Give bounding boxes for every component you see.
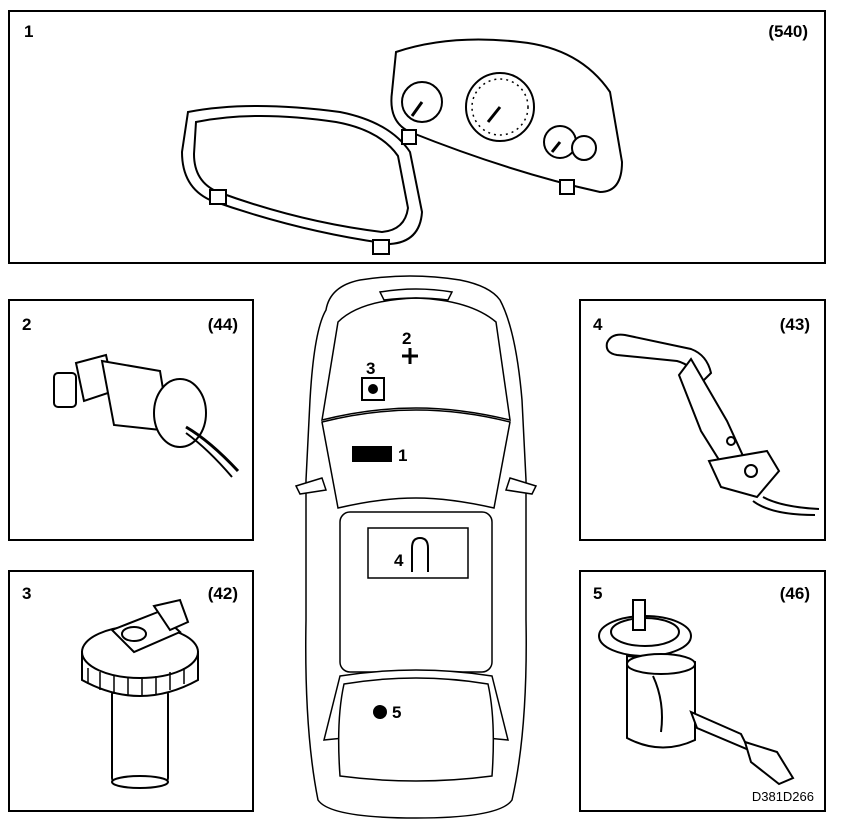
panel-number: 1: [24, 22, 34, 41]
panel-fuel-pump-module: 5 (46) D381D266: [579, 570, 826, 812]
panel-reference: (46): [779, 584, 810, 603]
panel-number: 5: [593, 584, 603, 603]
instrument-cluster-illustration: [180, 38, 624, 255]
panel-reference: (43): [779, 315, 810, 334]
marker-box-dot: [368, 384, 378, 394]
panel-number: 2: [22, 315, 32, 334]
marker-dot: [373, 705, 387, 719]
handbrake-lever-illustration: [605, 333, 820, 516]
panel-reference: (42): [207, 584, 238, 603]
marker-lever: [411, 536, 429, 572]
diagram-code: D381D266: [751, 789, 814, 804]
marker-label: 4: [394, 551, 404, 570]
pressure-switch-illustration: [53, 353, 240, 478]
panel-reference: (540): [768, 22, 808, 41]
marker-label: 5: [392, 703, 401, 722]
fuel-pump-illustration: [598, 599, 795, 786]
fuel-sender-illustration: [81, 598, 199, 789]
marker-rectangle: [352, 446, 392, 462]
panel-number: 3: [22, 584, 32, 603]
panel-reference: (44): [207, 315, 238, 334]
marker-label: 1: [398, 446, 407, 465]
panel-instrument-cluster: 1 (540): [8, 10, 826, 264]
panel-fuel-sender-sensor: 3 (42): [8, 570, 254, 812]
panel-handbrake-lever: 4 (43): [579, 299, 826, 541]
panel-number: 4: [593, 315, 603, 334]
panel-pressure-switch: 2 (44): [8, 299, 254, 541]
marker-label: 2: [402, 329, 411, 348]
marker-label: 3: [366, 359, 375, 378]
marker-cross: [402, 348, 418, 364]
